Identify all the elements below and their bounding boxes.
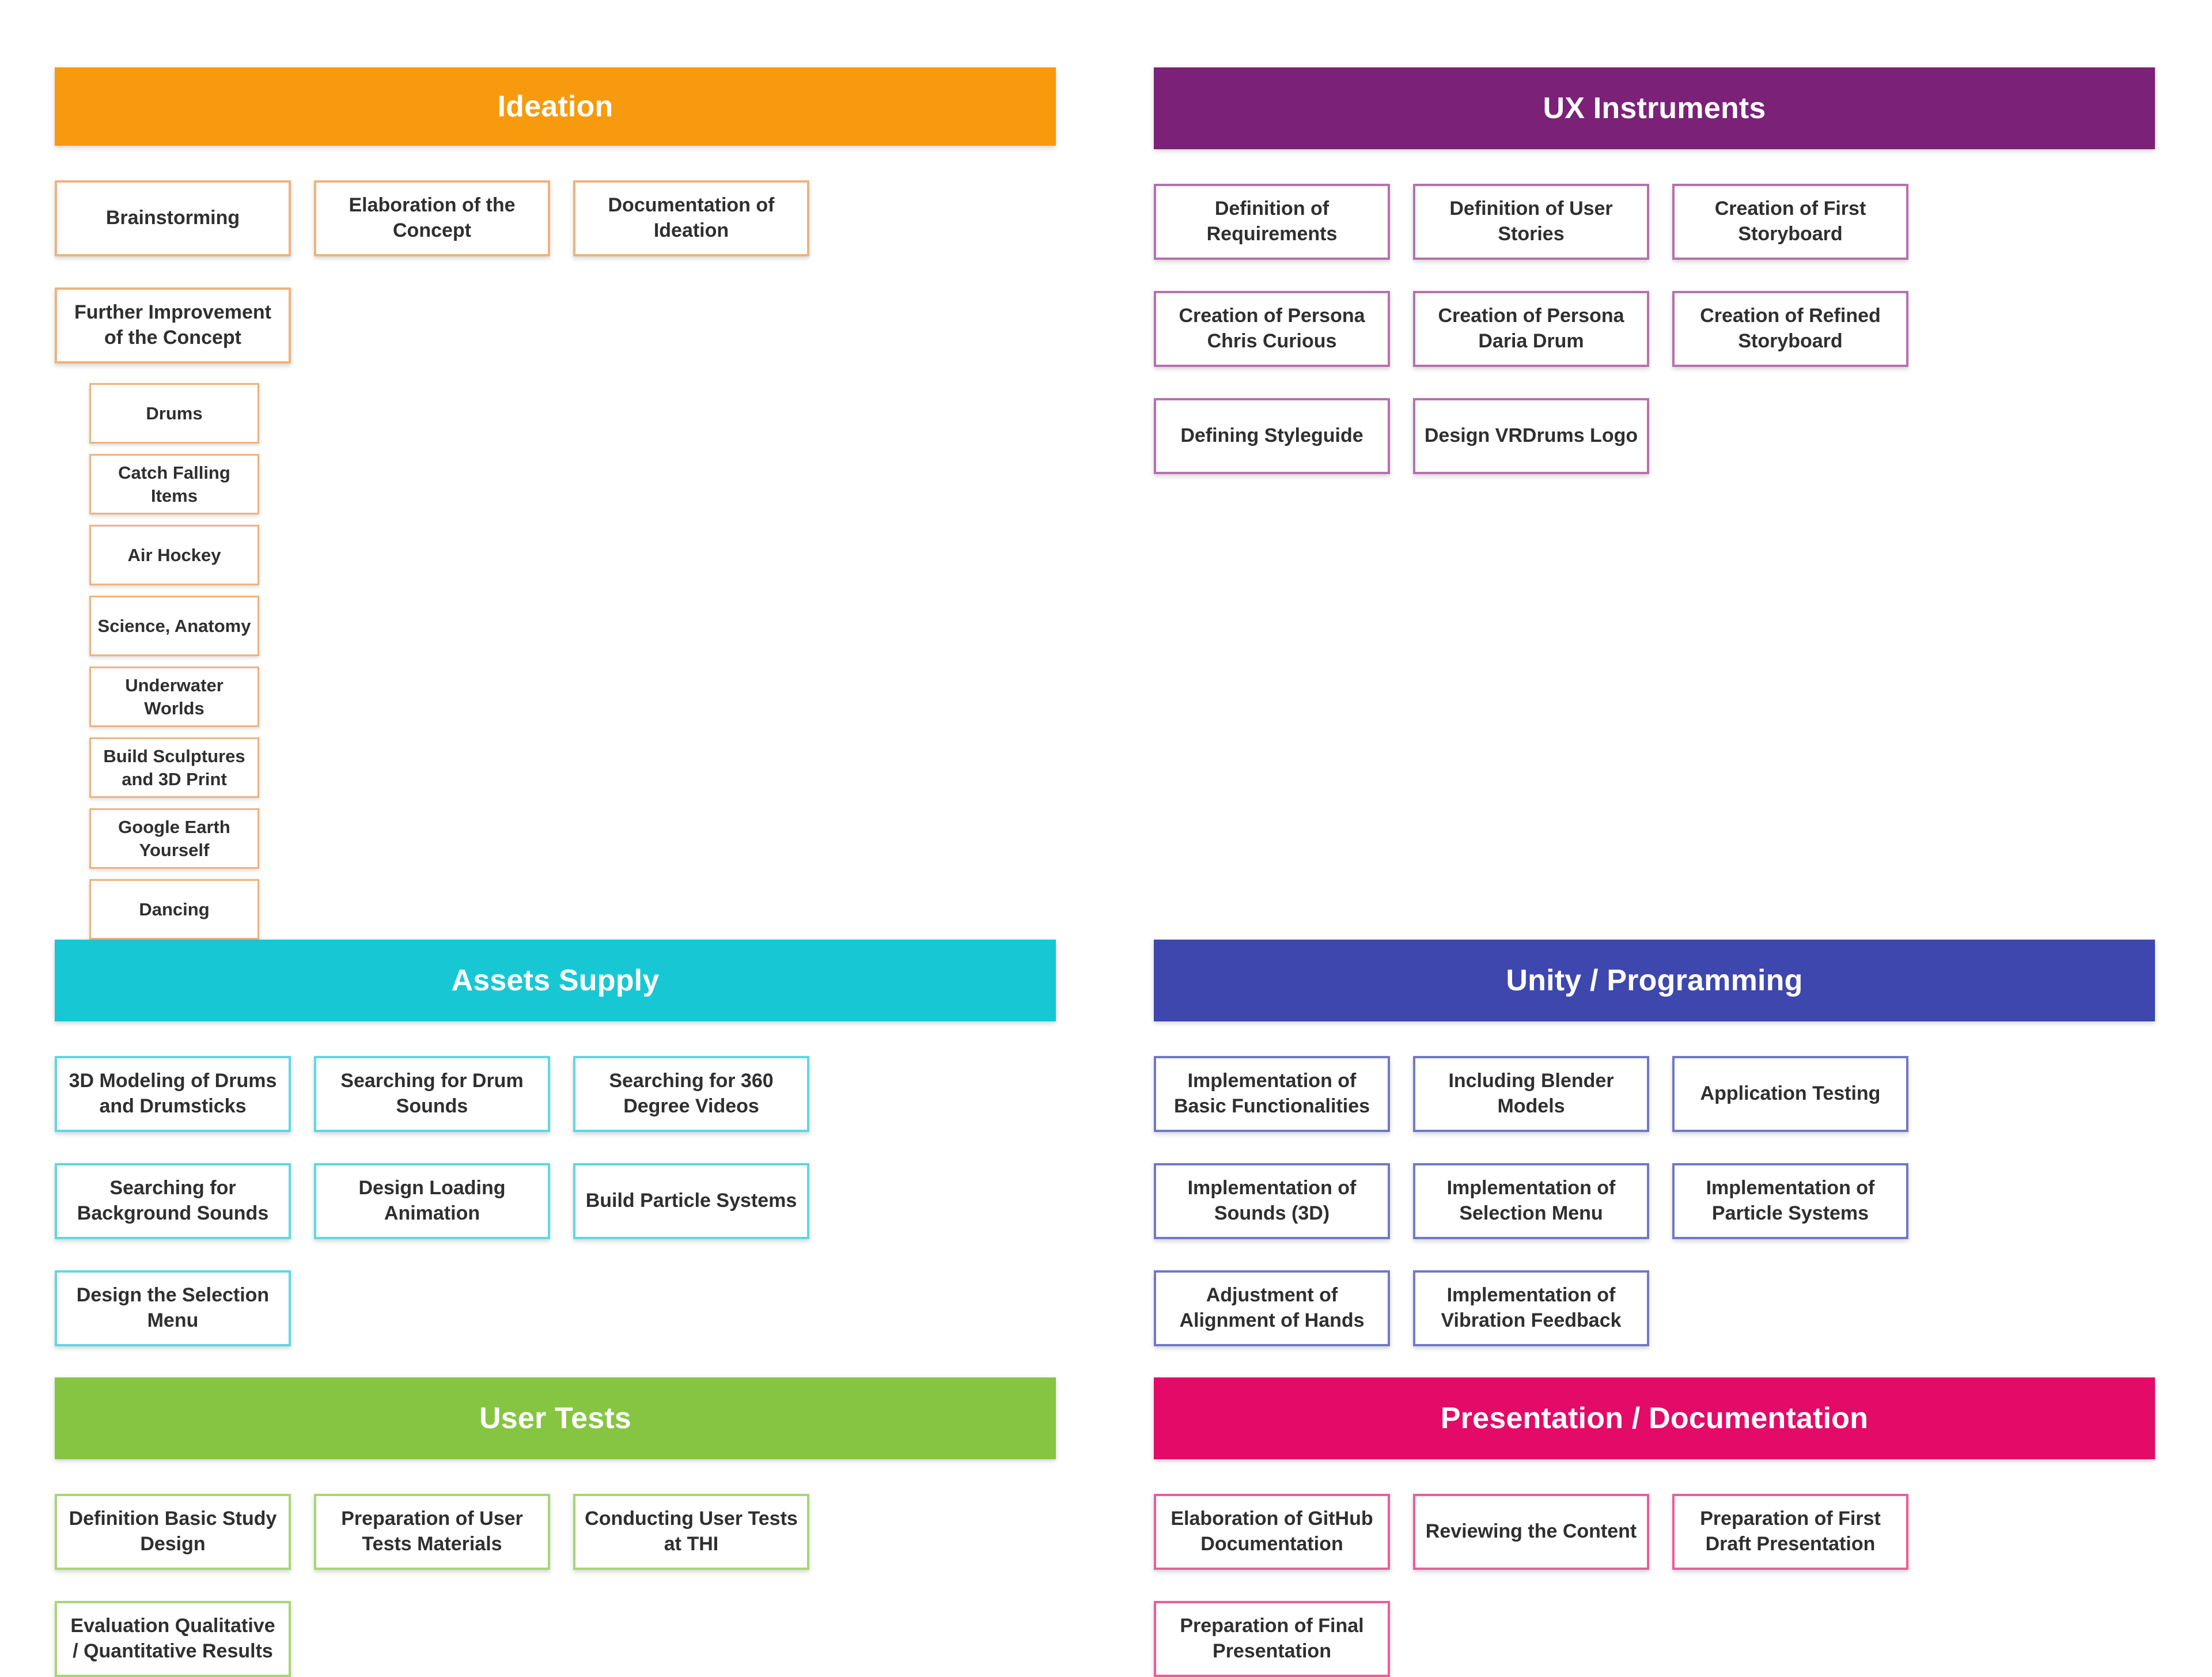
task-card[interactable]: Including Blender Models	[1413, 1056, 1649, 1132]
section-header-ux-instruments: UX Instruments	[1154, 67, 2155, 149]
subtask-card[interactable]: Google Earth Yourself	[89, 808, 259, 869]
task-card[interactable]: Creation of Persona Daria Drum	[1413, 291, 1649, 367]
task-card[interactable]: Preparation of First Draft Presentation	[1672, 1494, 1908, 1570]
task-card[interactable]: Implementation of Basic Functionalities	[1154, 1056, 1390, 1132]
card-grid-presentation-documentation: Elaboration of GitHub Documentation Revie…	[1154, 1494, 2155, 1677]
task-card[interactable]: Conducting User Tests at THI	[573, 1494, 809, 1570]
task-card[interactable]: 3D Modeling of Drums and Drumsticks	[55, 1056, 291, 1132]
subtask-card[interactable]: Build Sculptures and 3D Print	[89, 737, 259, 798]
card-grid-ideation: Brainstorming Elaboration of the Concept D…	[55, 180, 1056, 364]
task-card[interactable]: Preparation of User Tests Materials	[314, 1494, 550, 1570]
task-card[interactable]: Definition Basic Study Design	[55, 1494, 291, 1570]
subtask-card[interactable]: Drums	[89, 383, 259, 444]
section-header-ideation: Ideation	[55, 67, 1056, 146]
task-card[interactable]: Creation of First Storyboard	[1672, 184, 1908, 260]
task-card[interactable]: Design the Selection Menu	[55, 1270, 291, 1346]
task-card[interactable]: Adjustment of Alignment of Hands	[1154, 1270, 1390, 1346]
section-header-presentation-documentation: Presentation / Documentation	[1154, 1377, 2155, 1459]
task-card[interactable]: Documentation of Ideation	[573, 180, 809, 256]
task-card[interactable]: Build Particle Systems	[573, 1163, 809, 1239]
task-card[interactable]: Definition of User Stories	[1413, 184, 1649, 260]
task-card[interactable]: Elaboration of GitHub Documentation	[1154, 1494, 1390, 1570]
task-card[interactable]: Implementation of Vibration Feedback	[1413, 1270, 1649, 1346]
task-card[interactable]: Preparation of Final Presentation	[1154, 1601, 1390, 1677]
subtask-card[interactable]: Air Hockey	[89, 525, 259, 585]
subtask-card[interactable]: Dancing	[89, 879, 259, 940]
task-card[interactable]: Design VRDrums Logo	[1413, 398, 1649, 474]
task-card[interactable]: Reviewing the Content	[1413, 1494, 1649, 1570]
task-card[interactable]: Searching for Drum Sounds	[314, 1056, 550, 1132]
section-header-unity-programming: Unity / Programming	[1154, 940, 2155, 1021]
task-card[interactable]: Implementation of Selection Menu	[1413, 1163, 1649, 1239]
task-card[interactable]: Brainstorming	[55, 180, 291, 256]
task-card[interactable]: Design Loading Animation	[314, 1163, 550, 1239]
subtask-card[interactable]: Science, Anatomy	[89, 596, 259, 656]
task-card[interactable]: Application Testing	[1672, 1056, 1908, 1132]
task-card[interactable]: Searching for 360 Degree Videos	[573, 1056, 809, 1132]
task-card[interactable]: Implementation of Sounds (3D)	[1154, 1163, 1390, 1239]
section-body-presentation-documentation: Elaboration of GitHub Documentation Revie…	[1154, 1459, 2155, 1677]
section-assets-supply: Assets Supply 3D Modeling of Drums and Dr…	[55, 940, 1056, 1377]
section-header-assets-supply: Assets Supply	[55, 940, 1056, 1021]
task-card[interactable]: Creation of Refined Storyboard	[1672, 291, 1908, 367]
section-body-user-tests: Definition Basic Study Design Preparation…	[55, 1459, 1056, 1677]
task-card[interactable]: Further Improvement of the Concept	[55, 287, 291, 364]
subtask-card[interactable]: Underwater Worlds	[89, 667, 259, 727]
card-grid-ux-instruments: Definition of Requirements Definition of …	[1154, 184, 2155, 474]
card-grid-user-tests: Definition Basic Study Design Preparation…	[55, 1494, 1056, 1677]
task-card[interactable]: Elaboration of the Concept	[314, 180, 550, 256]
task-card[interactable]: Searching for Background Sounds	[55, 1163, 291, 1239]
task-card[interactable]: Implementation of Particle Systems	[1672, 1163, 1908, 1239]
subtask-card[interactable]: Catch Falling Items	[89, 454, 259, 514]
task-card[interactable]: Creation of Persona Chris Curious	[1154, 291, 1390, 367]
section-body-ux-instruments: Definition of Requirements Definition of …	[1154, 149, 2155, 474]
task-card[interactable]: Definition of Requirements	[1154, 184, 1390, 260]
task-card[interactable]: Defining Styleguide	[1154, 398, 1390, 474]
task-card[interactable]: Evaluation Qualitative / Quantitative Re…	[55, 1601, 291, 1677]
section-header-user-tests: User Tests	[55, 1377, 1056, 1459]
